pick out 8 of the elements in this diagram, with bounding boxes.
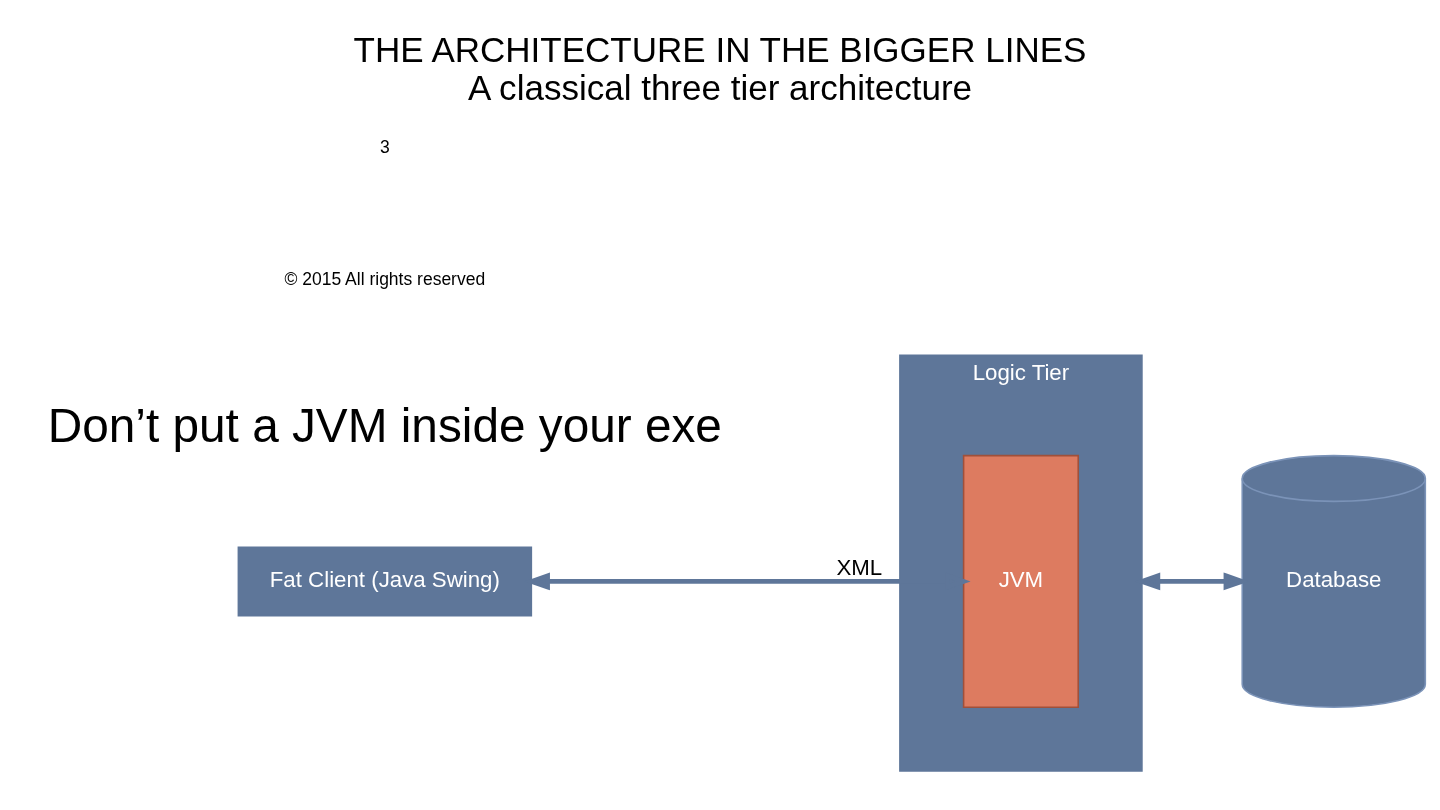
- edge-label: XML: [836, 554, 883, 580]
- diagram-title: THE ARCHITECTURE IN THE BIGGER LINES: [353, 29, 1087, 69]
- label: 3: [379, 136, 390, 157]
- node-box: Fat Client (Java Swing): [237, 545, 533, 616]
- label: Don’t put a JVM inside your exe: [47, 398, 722, 452]
- label: © 2015 All rights reserved: [284, 268, 486, 289]
- node-box: JVM: [962, 454, 1080, 708]
- caption: A classical three tier architecture: [467, 67, 973, 107]
